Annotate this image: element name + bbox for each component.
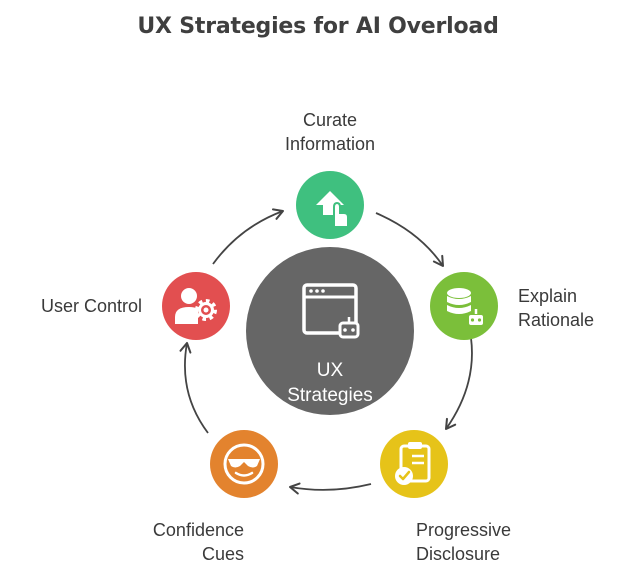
node-progressive-disclosure <box>380 430 448 498</box>
node-explain-rationale <box>430 272 498 340</box>
upload-tap-icon <box>316 191 349 228</box>
node-confidence-cues <box>210 430 278 498</box>
clipboard-check-icon <box>395 442 431 485</box>
arrow-curate-to-explain <box>375 212 445 268</box>
node-user-control <box>162 272 230 340</box>
label-user-control: User Control <box>40 296 142 316</box>
node-curate-information <box>296 171 364 239</box>
arrow-confidence-to-user <box>179 341 209 434</box>
center-hub: UX Strategies <box>246 247 414 415</box>
center-label-line1: UX <box>316 360 344 381</box>
user-gear-icon <box>175 288 217 324</box>
label-confidence-cues: Confidence Cues <box>152 520 244 564</box>
diagram-title: UX Strategies for AI Overload <box>137 14 499 39</box>
app-window-robot-icon <box>302 283 360 339</box>
label-explain-rationale: Explain Rationale <box>518 286 595 330</box>
sunglasses-face-icon <box>223 443 265 485</box>
arrow-progressive-to-confidence <box>288 482 372 495</box>
arrow-explain-to-progressive <box>444 337 473 431</box>
database-robot-icon <box>447 288 485 327</box>
center-label-line2: Strategies <box>287 385 373 406</box>
label-curate-information: Curate Information <box>284 110 376 154</box>
arrow-user-to-curate <box>212 208 285 265</box>
label-progressive-disclosure: Progressive Disclosure <box>416 520 512 564</box>
